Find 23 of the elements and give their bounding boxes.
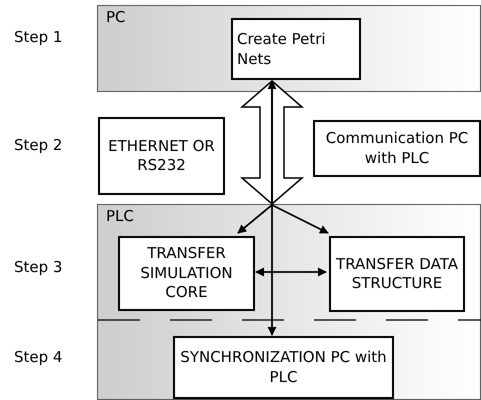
step-label: Step 3 [14,257,62,278]
process-box [313,120,481,177]
box-label: SYNCHRONIZATION PC with PLC [179,348,388,387]
box-label: Communication PC with PLC [324,129,470,168]
arrow [268,80,276,336]
arrow [255,268,327,276]
box-label: TRANSFER DATA STRUCTURE [335,254,459,294]
box-label: ETHERNET OR RS232 [107,136,216,176]
double-arrow [240,80,304,205]
process-box [173,336,394,399]
layer-label: PLC [106,206,134,227]
process-box [98,117,225,195]
box-label: TRANSFER SIMULATION CORE [139,244,234,303]
layer-band [97,5,481,92]
process-box [231,18,361,80]
box-label: Create Petri Nets [236,28,327,70]
step-label: Step 1 [14,27,62,48]
step-label: Step 4 [14,347,62,368]
layer-label: PC [106,7,126,28]
process-box [329,236,465,312]
process-box [118,236,255,311]
layer-band [97,204,481,400]
step-label: Step 2 [14,135,62,156]
